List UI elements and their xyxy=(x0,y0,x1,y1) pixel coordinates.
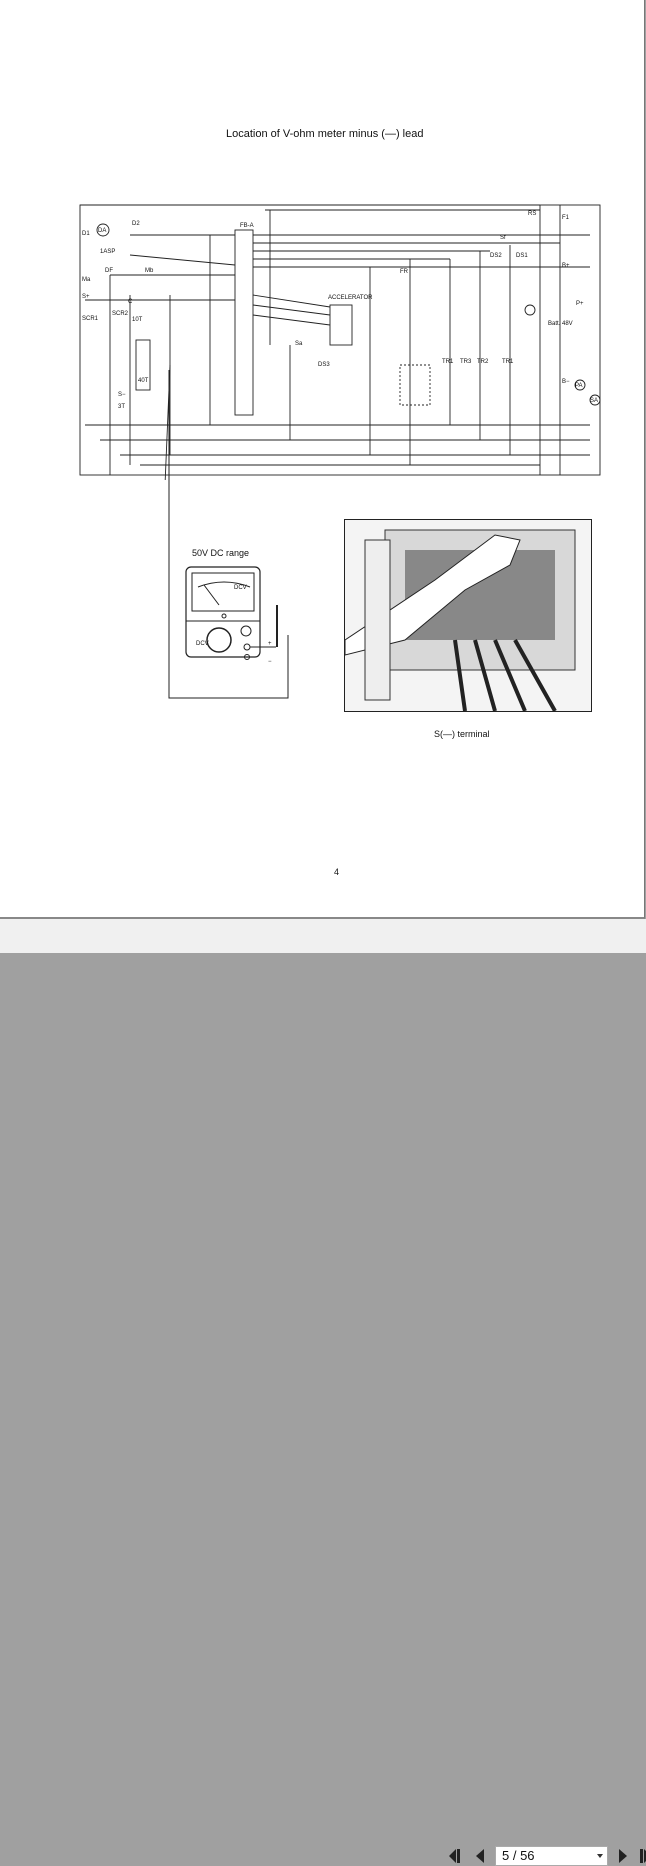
chevron-down-icon xyxy=(597,1854,603,1858)
label-tr2: TR2 xyxy=(477,359,489,365)
label-d2: D2 xyxy=(132,221,140,227)
photo-caption: S(—) terminal xyxy=(434,729,490,739)
first-page-icon[interactable] xyxy=(449,1848,463,1864)
meter-scale-label: DCV xyxy=(234,585,247,591)
plus-terminal-label: + xyxy=(268,641,272,647)
meter-caption: 50V DC range xyxy=(192,548,250,558)
label-sh: S+ xyxy=(82,294,90,300)
selector-label: DCV xyxy=(196,641,209,647)
label-ma: Ma xyxy=(82,277,91,283)
label-tr4: TR1 xyxy=(442,359,454,365)
label-sa-switch: Sa xyxy=(295,341,303,347)
label-tr3: TR3 xyxy=(460,359,472,365)
page-number: 4 xyxy=(334,867,340,877)
viewer-toolbar: 5 / 56 xyxy=(0,919,646,1866)
label-rs: RS xyxy=(528,211,536,217)
label-fb: FB-A xyxy=(240,223,254,229)
label-scr2: SCR2 xyxy=(112,311,129,317)
label-asp: 1ASP xyxy=(100,249,115,255)
label-scr1: SCR1 xyxy=(82,316,99,322)
label-pplus: P+ xyxy=(576,301,584,307)
label-fr: FR xyxy=(400,269,409,275)
page-heading: Location of V-ohm meter minus (—) lead xyxy=(226,128,424,140)
previous-page-icon[interactable] xyxy=(474,1848,488,1864)
label-bminus: B− xyxy=(562,379,570,385)
minus-terminal-label: − xyxy=(268,659,272,665)
label-ds2: DS2 xyxy=(490,253,502,259)
label-f1: F1 xyxy=(562,215,570,221)
label-s-minus: S− xyxy=(118,392,126,398)
last-page-icon[interactable] xyxy=(640,1848,646,1864)
label-c: C xyxy=(128,299,133,305)
label-10t: 10T xyxy=(132,317,143,323)
page-indicator: 5 / 56 xyxy=(502,1848,535,1863)
label-tr1: TR1 xyxy=(502,359,514,365)
label-sa: SA xyxy=(590,398,598,404)
label-ds1: DS1 xyxy=(516,253,528,259)
wiring-diagram: FB-A ACCELERATOR DA D1 D2 1ASP DF Ma S+ … xyxy=(79,204,601,480)
label-batt: Batt. 48V xyxy=(548,321,573,327)
label-bplus: B+ xyxy=(562,263,570,269)
label-df: DF xyxy=(105,268,113,274)
volt-ohm-meter: DCV DCV + − xyxy=(185,566,278,665)
label-40t: 40T xyxy=(138,378,149,384)
range-selector-knob xyxy=(206,627,232,653)
terminal-photo xyxy=(344,519,592,712)
label-ds3: DS3 xyxy=(318,362,330,368)
label-da: DA xyxy=(98,228,106,234)
page-selector[interactable]: 5 / 56 xyxy=(495,1846,608,1866)
document-page: Location of V-ohm meter minus (—) lead xyxy=(0,0,645,919)
next-page-icon[interactable] xyxy=(617,1848,631,1864)
label-3t: 3T xyxy=(118,404,125,410)
label-pa: PA xyxy=(575,383,583,389)
label-d1: D1 xyxy=(82,231,90,237)
label-accelerator: ACCELERATOR xyxy=(328,295,373,301)
label-sf: Sf xyxy=(500,235,506,241)
lead-wire xyxy=(168,370,289,699)
label-mb: Mb xyxy=(145,268,154,274)
